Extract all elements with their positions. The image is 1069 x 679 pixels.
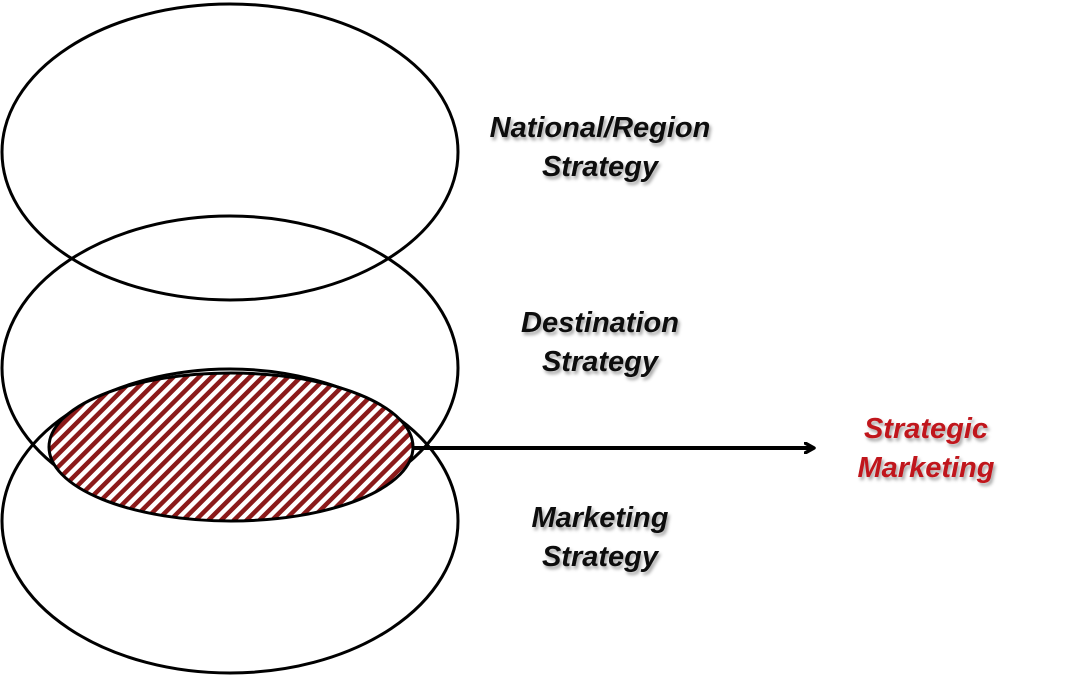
destination-label-line2: Strategy	[542, 346, 660, 378]
national-region-label-line2: Strategy	[542, 151, 660, 183]
marketing-label-line1: Marketing	[532, 502, 669, 534]
marketing-ellipse	[0, 367, 460, 675]
national-region-label-line1: National/Region	[490, 112, 711, 144]
marketing-label-line2: Strategy	[542, 541, 660, 573]
strategic-marketing-label-line2: Marketing	[858, 452, 995, 484]
strategic-marketing-overlap	[47, 371, 415, 523]
national-region-ellipse	[0, 2, 460, 302]
strategic-marketing-label-line1: Strategic	[864, 413, 988, 445]
destination-label-line1: Destination	[521, 307, 679, 339]
